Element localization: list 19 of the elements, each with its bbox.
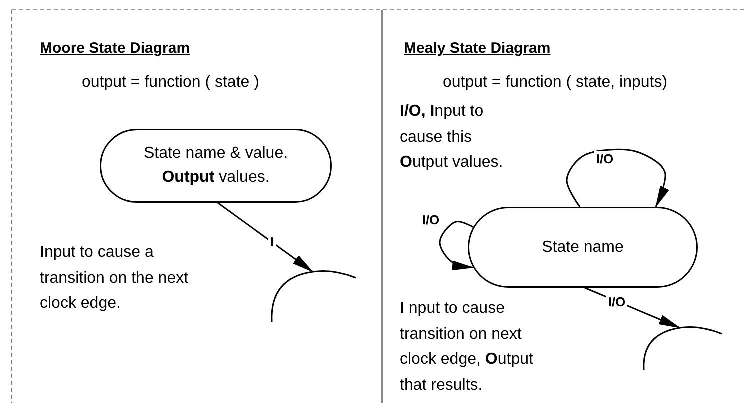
state-label: State name [541, 238, 625, 258]
edge-label: I [268, 234, 276, 250]
heading: Mealy State Diagram [404, 39, 552, 59]
note-text: I nput to cause transition on next clock edge, Output that results. [400, 299, 534, 396]
formula-text: output = function ( state, inputs) [443, 73, 669, 93]
edge-label: I/O [594, 152, 616, 166]
state-label: State name & value. Output values. [142, 144, 290, 188]
heading: Moore State Diagram [40, 39, 192, 59]
transition-arrow [218, 202, 314, 273]
formula-text: output = function ( state ) [82, 73, 260, 93]
transition-arrow [566, 148, 670, 208]
transition-arrow [584, 287, 681, 329]
edge-label: I/O [606, 294, 628, 310]
note-text: I/O, Input to cause this Output values. [400, 102, 504, 173]
state-arc [268, 268, 358, 324]
transition-arrow [439, 221, 474, 271]
note-text: Input to cause a transition on the next clock edge. [40, 243, 190, 314]
edge-label: I/O [421, 212, 441, 228]
state-arc [640, 324, 724, 372]
